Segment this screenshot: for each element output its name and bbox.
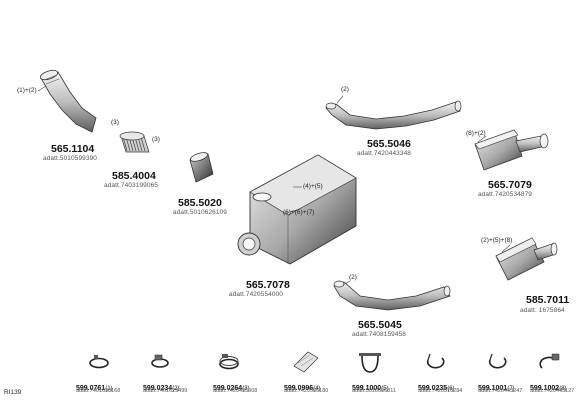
small-part-adatt: adatt.5010606811 (352, 388, 396, 394)
part-annotation: (3) (111, 119, 119, 126)
small-part-qty: (5) (381, 386, 389, 392)
small-part-number: 599.1000 (352, 385, 382, 392)
flex-hose-icon[interactable] (119, 131, 150, 153)
open-clamp-icon[interactable] (488, 353, 507, 369)
small-part-qty: (4) (313, 386, 321, 392)
part-annotation: (4)+(5) (303, 183, 323, 190)
small-part-label[interactable]: 599.0264(3) (213, 378, 250, 394)
small-part-number: 599.0235 (418, 385, 448, 392)
part-adatt: adatt.7420534879 (478, 191, 533, 198)
small-part-number: 599.1001 (478, 385, 508, 392)
part-annotation: (2)+(5)+(8) (481, 237, 513, 244)
part-number[interactable]: 565.7078 (246, 279, 290, 291)
small-part-label[interactable]: 599.1000(5) (352, 378, 389, 394)
part-number[interactable]: 565.7079 (488, 179, 532, 191)
small-part-adatt: adatt.7401629499 (143, 388, 188, 394)
part-number[interactable]: 565.1104 (51, 143, 95, 155)
part-number[interactable]: 565.5045 (358, 319, 402, 331)
small-part-adatt: adatt.7420443247 (478, 388, 523, 394)
part-adatt: adatt.5010626109 (173, 209, 228, 216)
small-part-label[interactable]: 599.0235(6) (418, 378, 455, 394)
small-part-qty: (1) (105, 386, 113, 392)
small-part-adatt: adatt.7420506180 (284, 388, 329, 394)
small-part-adatt: adatt.7401638168 (76, 388, 121, 394)
gasket-sleeve-icon[interactable] (293, 351, 319, 373)
small-part-qty: (7) (507, 386, 515, 392)
part-number[interactable]: 565.5046 (367, 138, 411, 150)
small-part-number: 599.0264 (213, 385, 243, 392)
long-pipe-icon[interactable] (325, 100, 462, 130)
small-part-label[interactable]: 599.0234(2) (143, 378, 180, 394)
long-pipe-icon[interactable] (333, 280, 451, 311)
small-part-qty: (3) (242, 386, 250, 392)
part-annotation: (6)+(6)+(7) (283, 209, 315, 216)
band-clamp-icon[interactable] (151, 354, 169, 368)
small-part-adatt: adatt.7420455908 (213, 388, 258, 394)
part-number[interactable]: 585.7011 (526, 294, 570, 306)
part-adatt: adatt.5010599390 (43, 155, 98, 162)
small-part-number: 599.0234 (143, 385, 173, 392)
part-annotation: (2) (349, 274, 357, 281)
small-part-label[interactable]: 599.1001(7) (478, 378, 515, 394)
part-annotation: (2) (341, 86, 349, 93)
small-part-label[interactable]: 599.0996(4) (284, 378, 321, 394)
muffler-tailpipe-icon[interactable] (474, 129, 549, 171)
small-part-number: 599.0996 (284, 385, 314, 392)
main-muffler-icon[interactable] (237, 154, 357, 265)
part-number[interactable]: 585.5020 (178, 197, 222, 209)
small-part-label[interactable]: 599.1002(8) (530, 378, 567, 394)
rear-muffler-icon[interactable] (495, 237, 558, 281)
clamp-ring-icon[interactable] (89, 355, 109, 369)
small-part-qty: (8) (559, 386, 567, 392)
part-adatt: adatt.7403199065 (104, 182, 159, 189)
part-annotation: (8)+(2) (466, 130, 486, 137)
hose-clamp-icon[interactable] (219, 354, 239, 370)
part-adatt: adatt.7420554000 (229, 291, 284, 298)
u-bolt-clamp-icon[interactable] (359, 353, 381, 373)
small-part-adatt: adatt.7420510284 (418, 388, 463, 394)
small-part-qty: (2) (172, 386, 180, 392)
exhaust-pipe-bent-icon[interactable] (39, 68, 97, 133)
pipe-sleeve-icon[interactable] (189, 151, 214, 183)
diagram-code: RI139 (4, 389, 22, 396)
part-number[interactable]: 585.4004 (112, 170, 156, 182)
part-annotation: (1)+(2) (17, 87, 37, 94)
small-part-number: 599.1002 (530, 385, 560, 392)
small-part-label[interactable]: 599.0761(1) (76, 378, 113, 394)
part-adatt: adatt.7420443348 (357, 150, 412, 157)
open-clamp-icon[interactable] (426, 353, 445, 369)
part-adatt: adatt. 1675864 (520, 307, 565, 314)
small-part-adatt: adatt.7420443127 (530, 388, 575, 394)
part-adatt: adatt.7408159458 (352, 331, 407, 338)
small-part-qty: (6) (447, 386, 455, 392)
bracket-clamp-icon[interactable] (539, 353, 560, 369)
small-part-number: 599.0761 (76, 385, 106, 392)
part-annotation: (3) (152, 136, 160, 143)
